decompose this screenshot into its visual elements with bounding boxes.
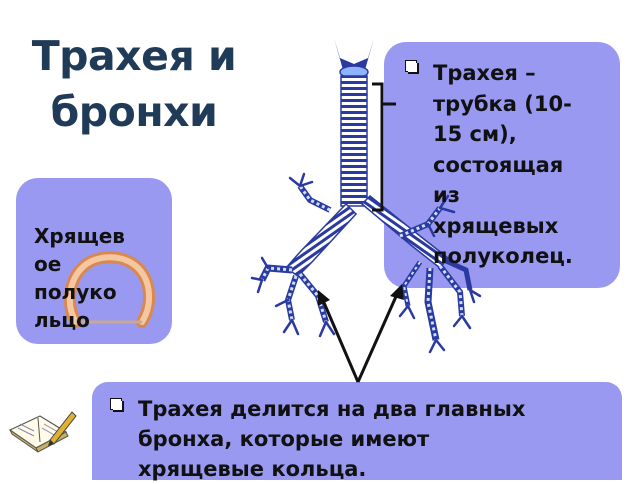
text-line: трубка (10-	[433, 91, 572, 116]
square-bullet-icon	[405, 60, 419, 74]
larynx-icon	[334, 38, 374, 79]
page-title: Трахея и бронхи	[18, 28, 250, 140]
text-line: хрящевые кольца.	[138, 457, 367, 481]
text-line: льцо	[34, 308, 90, 332]
text-line: Хрящев	[34, 224, 125, 248]
text-line: полуко	[34, 280, 117, 304]
title-line-2: бронхи	[50, 88, 218, 136]
text-line: Трахея делится на два главных	[138, 397, 526, 421]
trachea-tube	[340, 75, 368, 207]
text-line: из	[433, 183, 460, 207]
bronchi-description-box	[92, 382, 622, 480]
cartilage-ring-illustration	[63, 251, 155, 328]
text-line: бронха, которые имеют	[138, 427, 430, 451]
text-line: ое	[34, 252, 62, 276]
title-line-1: Трахея и	[31, 32, 237, 80]
text-line: состоящая	[433, 152, 564, 177]
square-bullet-icon	[110, 398, 124, 412]
left-bronchus	[284, 202, 358, 277]
text-line: 15 см),	[433, 122, 517, 146]
bronchi-description-text: Трахея делится на два главных бронха, ко…	[138, 394, 616, 484]
text-line: хрящевых	[433, 213, 559, 238]
open-book-pencil-icon	[8, 411, 77, 453]
text-line: полуколец.	[433, 244, 573, 268]
text-line: Трахея –	[433, 61, 536, 85]
trachea-description-text: Трахея – трубка (10- 15 см), состоящая и…	[433, 58, 613, 272]
length-bracket	[372, 82, 396, 212]
cartilage-ring-label: Хрящев ое полуко льцо	[34, 222, 164, 334]
pointer-arrows	[320, 291, 400, 383]
